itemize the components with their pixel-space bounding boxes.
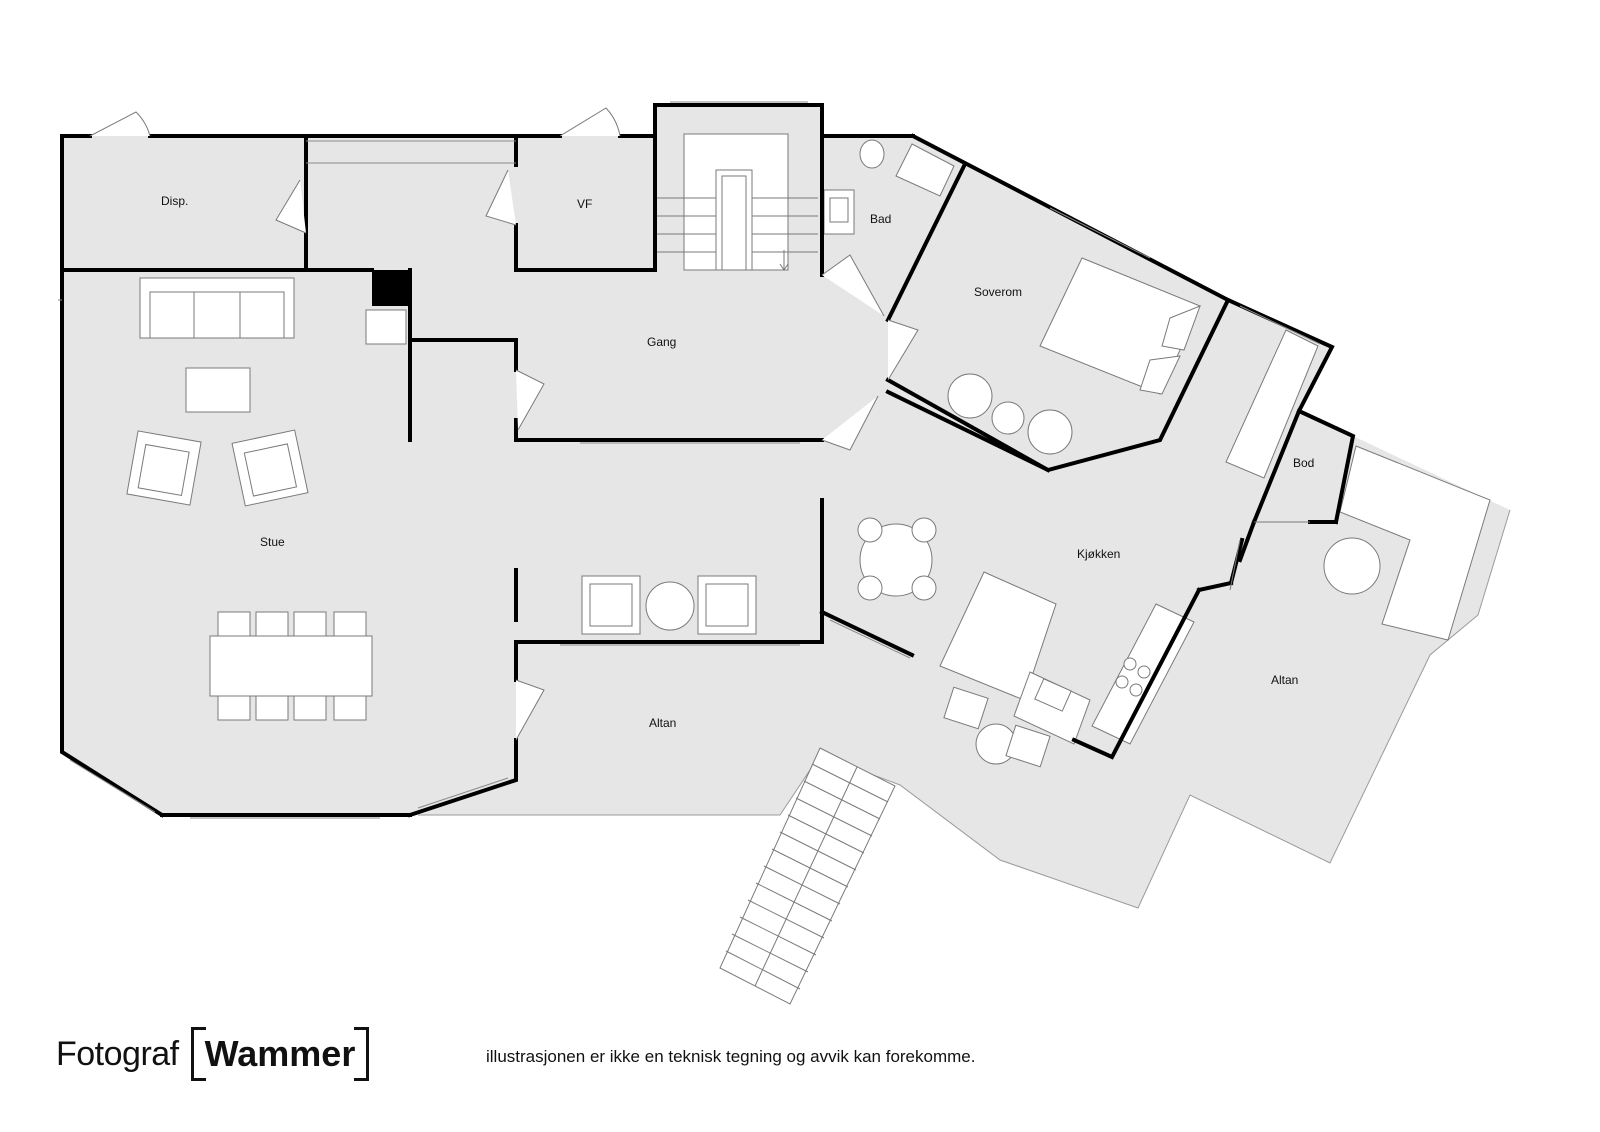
door: [1229, 539, 1241, 591]
furniture: [126, 139, 1491, 768]
toilet: [859, 139, 885, 169]
altan-outline: [418, 509, 1511, 909]
room-label-soverom: Soverom: [974, 285, 1022, 299]
dining-table: [209, 635, 373, 697]
interior-stairs: [655, 133, 818, 271]
door: [89, 111, 151, 137]
altan-chair: [943, 686, 989, 730]
room-label-stue: Stue: [260, 535, 285, 549]
doors: [89, 107, 1310, 741]
side-table: [645, 581, 695, 631]
brand-wammer: Wammer: [204, 1033, 356, 1074]
chimney: [372, 270, 410, 306]
room-label-vf: VF: [577, 197, 592, 211]
door: [275, 179, 307, 234]
windows: [58, 101, 1321, 819]
door: [485, 169, 517, 226]
room-labels: Disp. VF Bad Soverom Gang Stue Kjøkken B…: [161, 194, 1314, 730]
door: [821, 395, 879, 451]
bedroom-chair: [1027, 409, 1073, 455]
dining-chairs: [217, 611, 367, 721]
stove: [365, 309, 407, 345]
room-label-altan-south: Altan: [649, 716, 676, 730]
brand-fotograf: Fotograf: [56, 1034, 179, 1073]
hob: [1123, 657, 1137, 671]
exterior-stairs: [719, 747, 896, 1005]
door: [515, 369, 545, 431]
brand-logo: Fotograf Wammer: [56, 1024, 370, 1084]
wardrobe: [1225, 329, 1319, 479]
altan-chair: [1005, 724, 1051, 768]
shower: [895, 143, 955, 197]
room-label-gang: Gang: [647, 335, 676, 349]
door: [515, 679, 545, 741]
altan-floor: [418, 436, 1510, 908]
outdoor-table: [1323, 537, 1381, 595]
stair-outline: [719, 747, 896, 1005]
room-label-kjokken: Kjøkken: [1077, 547, 1120, 561]
coffee-table: [185, 367, 251, 413]
disclaimer: illustrasjonen er ikke en teknisk tegnin…: [486, 1047, 976, 1066]
door: [559, 107, 621, 137]
door: [821, 254, 885, 317]
room-label-bad: Bad: [870, 212, 891, 226]
door: [887, 319, 919, 381]
sink: [1034, 678, 1072, 712]
room-label-bod: Bod: [1293, 456, 1314, 470]
armchair: [231, 429, 309, 507]
kitchen-table: [859, 523, 933, 597]
bedroom-table: [991, 401, 1025, 435]
armchair: [126, 430, 202, 506]
brand-box: Wammer: [190, 1027, 370, 1081]
room-label-altan-east: Altan: [1271, 673, 1298, 687]
bedroom-chair: [947, 373, 993, 419]
room-label-disp: Disp.: [161, 194, 188, 208]
